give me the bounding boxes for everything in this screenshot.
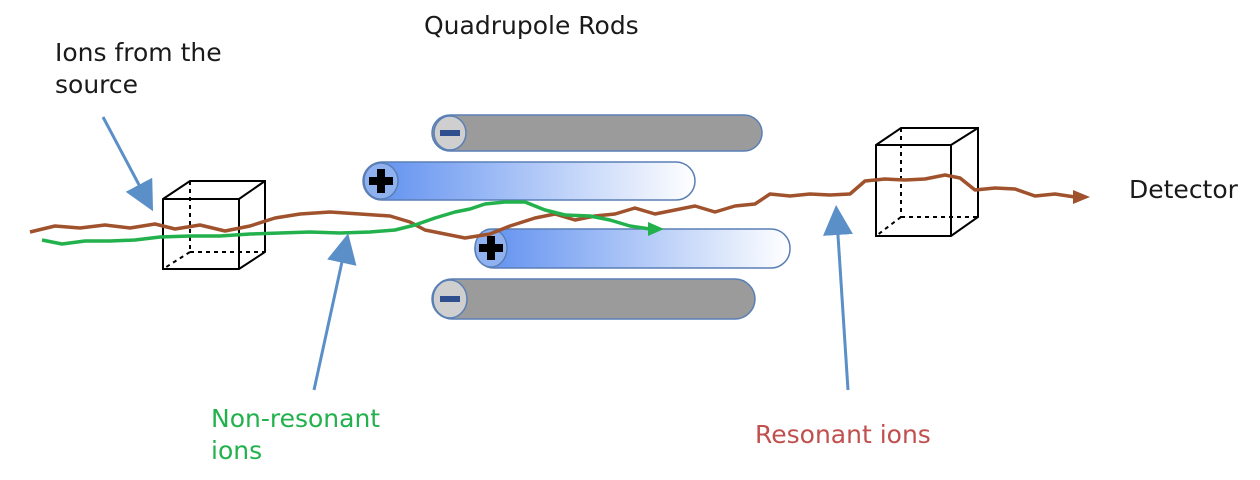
minus-sign-icon: [440, 296, 460, 302]
nonresonant-ions-label: Non-resonant ions: [211, 403, 380, 467]
rod-lower-plus: [474, 228, 791, 269]
detector-label: Detector: [1129, 175, 1238, 204]
resonant-ion-path: [29, 173, 1076, 240]
diagram-title: Quadrupole Rods: [424, 11, 639, 40]
resonant-pointer-arrow: [822, 205, 853, 391]
nonresonant-pointer-arrow: [312, 233, 357, 391]
resonant-ions-label: Resonant ions: [755, 420, 931, 449]
resonant-arrowhead: [1073, 190, 1090, 204]
source-pointer-arrow: [101, 116, 154, 212]
rod-top-minus: [431, 114, 763, 152]
nonresonant-ions-label-line1: Non-resonant: [211, 404, 381, 433]
plus-sign-icon: [369, 169, 393, 193]
nonresonant-ion-path: [41, 200, 651, 246]
ion-source-label: Ions from the source: [55, 37, 222, 101]
minus-sign-icon: [440, 130, 460, 136]
nonresonant-ions-label-line2: ions: [211, 436, 263, 465]
ion-source-label-line2: source: [55, 70, 139, 99]
rod-upper-plus: [362, 161, 696, 201]
entrance-aperture-box: [162, 180, 266, 270]
rod-bottom-minus: [431, 278, 756, 320]
nonresonant-arrowhead: [648, 222, 664, 236]
plus-sign-icon: [479, 236, 503, 260]
exit-aperture-box: [875, 127, 979, 237]
ion-source-label-line1: Ions from the: [55, 38, 222, 67]
